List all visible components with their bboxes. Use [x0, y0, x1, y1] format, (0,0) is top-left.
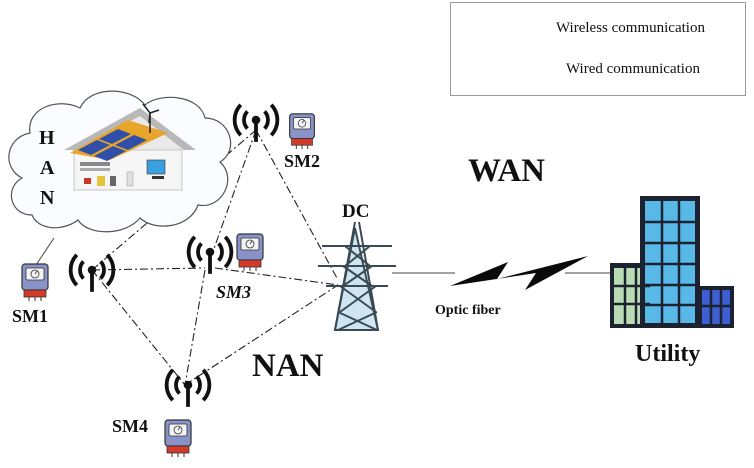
wired-links — [35, 237, 612, 274]
link-sm2-sm3 — [209, 129, 257, 261]
label-utility: Utility — [635, 341, 701, 367]
legend — [450, 2, 746, 96]
han-letter-a: A — [40, 157, 55, 179]
utility-building-icon — [610, 196, 734, 328]
han-letter-h: H — [39, 127, 55, 149]
label-dc: DC — [342, 201, 370, 222]
link-sm2-dc — [255, 129, 339, 281]
legend-wireless-label: Wireless communication — [556, 20, 705, 36]
link-sm1-sm4 — [91, 269, 186, 386]
label-optic-fiber: Optic fiber — [435, 303, 501, 318]
label-nan: NAN — [252, 348, 324, 384]
power-tower-icon — [318, 221, 396, 331]
label-sm1: SM1 — [12, 306, 48, 326]
link-sm1-sm3 — [91, 267, 206, 271]
link-sm4-dc — [184, 284, 339, 386]
smart-meter-icon — [289, 113, 315, 150]
wireless-antenna-icon — [68, 252, 116, 294]
wind-turbine-icon — [142, 103, 160, 133]
legend-wired-label: Wired communication — [566, 61, 700, 77]
home-appliances — [80, 159, 166, 187]
smart-meter-icon — [164, 419, 192, 458]
wireless-antenna-icon — [164, 367, 212, 409]
link-han-sm1 — [35, 237, 55, 266]
solar-panel-icon — [70, 120, 168, 161]
label-wan: WAN — [468, 153, 546, 189]
link-sm3-sm4 — [184, 269, 206, 386]
smart-meter-icon — [21, 263, 49, 302]
han-letter-n: N — [40, 187, 55, 209]
link-sm3-dc — [214, 267, 339, 286]
wireless-antenna-icon — [232, 102, 280, 144]
label-sm4: SM4 — [112, 416, 148, 436]
label-sm3: SM3 — [216, 282, 252, 302]
label-sm2: SM2 — [284, 151, 320, 171]
smart-meter-icon — [236, 233, 264, 272]
